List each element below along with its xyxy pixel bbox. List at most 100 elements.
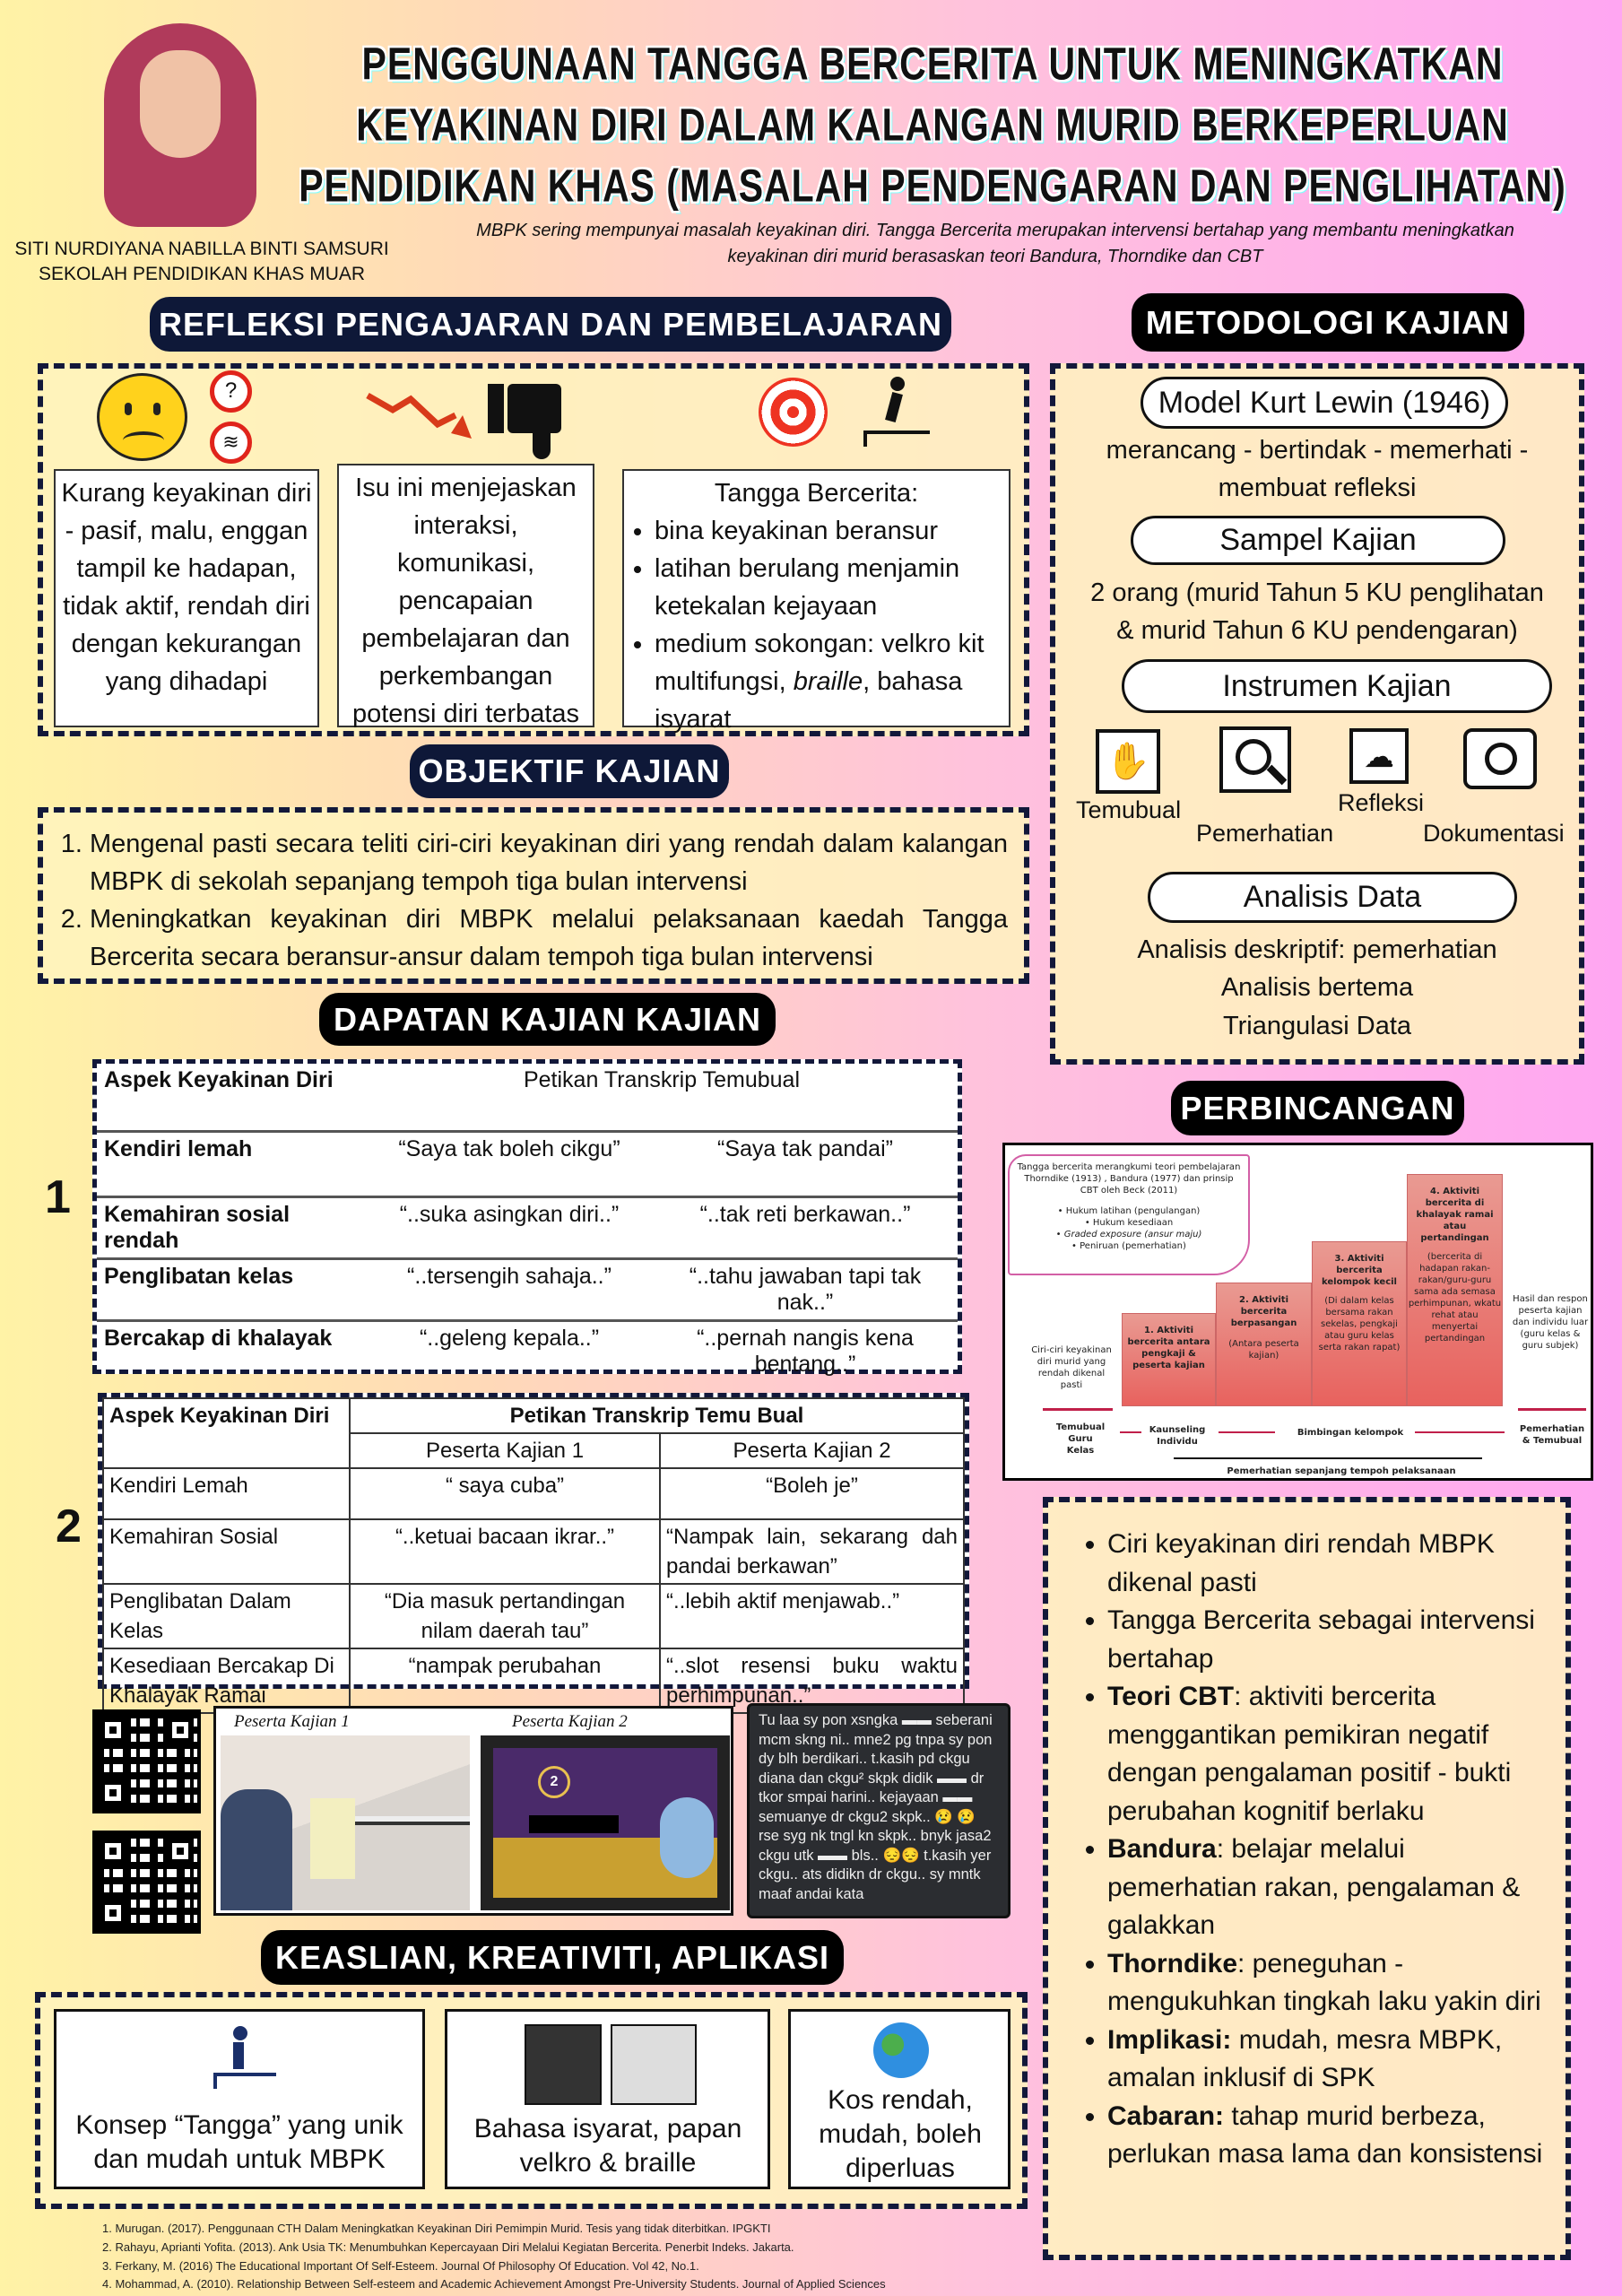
cell: “Boleh je”	[659, 1467, 965, 1520]
cell: “nampak perubahan	[349, 1648, 661, 1714]
subtitle-line-1: MBPK sering mempunyai masalah keyakinan …	[476, 221, 1514, 240]
arrow-right-icon	[1415, 1431, 1505, 1433]
timeline-label: Pemerhatian sepanjang tempoh pelaksanaan	[1227, 1466, 1456, 1476]
step-2: 2. Aktiviti bercerita berpasangan(Antara…	[1216, 1283, 1312, 1406]
photo-participant-1	[221, 1735, 470, 1910]
point-bold: Implikasi:	[1107, 2024, 1232, 2055]
model-desc-2: membuat refleksi	[1218, 474, 1417, 502]
divider	[1518, 1408, 1586, 1411]
cell: “Nampak lain, sekarang dah pandai berkaw…	[659, 1518, 965, 1585]
author-name: SITI NURDIYANA NABILLA BINTI SAMSURI	[14, 239, 389, 259]
objektif-heading: OBJEKTIF KAJIAN	[410, 744, 729, 798]
cell: Kendiri lemah	[97, 1131, 366, 1198]
point-text: Ciri keyakinan diri rendah MBPK dikenal …	[1107, 1529, 1495, 1597]
cell: Bercakap di khalayak	[104, 1325, 333, 1351]
thumbs-down-icon	[488, 384, 564, 461]
sad-face-icon	[97, 373, 187, 461]
theory-item: • Hukum latihan (pengulangan)	[1057, 1206, 1201, 1216]
photo-label-2: Peserta Kajian 2	[512, 1712, 628, 1731]
sampel-pill: Sampel Kajian	[1131, 516, 1505, 565]
analisis-pill: Analisis Data	[1148, 872, 1517, 923]
step-title: 3. Aktiviti bercerita kelompok kecil	[1322, 1254, 1397, 1287]
trend-down-arrow-icon	[366, 392, 472, 439]
discussion-point: Ciri keyakinan diri rendah MBPK dikenal …	[1107, 1526, 1548, 1602]
title-line-1: PENGGUNAAN TANGGA BERCERITA UNTUK MENING…	[361, 38, 1504, 90]
braille-paper-photo	[611, 2024, 697, 2105]
step-desc: (Di dalam kelas bersama rakan sekelas, p…	[1318, 1296, 1401, 1352]
discussion-point: Bandura: belajar melalui pemerhatian rak…	[1107, 1831, 1548, 1945]
refleksi-bullet: bina keyakinan beransur	[655, 512, 1003, 550]
refleksi-card-1: Kurang keyakinan diri - pasif, malu, eng…	[54, 469, 319, 727]
phase-3: Bimbingan kelompok	[1297, 1428, 1404, 1438]
cell: “..slot resensi buku waktu perhimpunan..…	[659, 1648, 965, 1714]
photo-participant-2: 2	[481, 1735, 730, 1910]
table-row: Kendiri Lemah“ saya cuba”“Boleh je”	[102, 1467, 965, 1520]
qr-code-2[interactable]	[92, 1831, 201, 1934]
metodologi-heading: METODOLOGI KAJIAN	[1132, 293, 1524, 352]
perbincangan-panel: Ciri keyakinan diri rendah MBPK dikenal …	[1043, 1497, 1571, 2260]
point-text: : peneguhan - mengukuhkan tingkah laku y…	[1107, 1948, 1541, 2017]
phase-4: Pemerhatian & Temubual	[1519, 1424, 1585, 1446]
cell: “..pernah nangis kena bentang..”	[697, 1325, 914, 1377]
cell: “..tersengih sahaja..”	[366, 1258, 653, 1322]
cell: Kemahiran sosial rendah	[97, 1196, 366, 1260]
discussion-point: Thorndike: peneguhan - mengukuhkan tingk…	[1107, 1945, 1548, 2022]
sampel-desc-2: & murid Tahun 6 KU pendengaran)	[1116, 616, 1518, 645]
refleksi-card-3-title: Tangga Bercerita:	[714, 479, 919, 508]
cell: Penglibatan kelas	[97, 1258, 366, 1322]
dapatan-heading: DAPATAN KAJIAN KAJIAN	[319, 993, 776, 1046]
refleksi-bullet: latihan berulang menjamin ketekalan keja…	[655, 550, 1003, 625]
globe-icon	[873, 2022, 929, 2078]
instrument-temubual: Temubual	[1076, 796, 1182, 823]
author-photo	[95, 14, 264, 227]
tangga-bercerita-diagram: Tangga bercerita merangkumi teori pembel…	[1002, 1143, 1593, 1481]
chat-text: Tu laa sy pon xsngka ▬▬ seberani mcm skn…	[759, 1712, 993, 1902]
theory-item: • Peniruan (pemerhatian)	[1071, 1241, 1186, 1251]
table-2-header-aspect: Aspek Keyakinan Diri	[102, 1397, 351, 1469]
analisis-desc-2: Analisis bertema	[1220, 973, 1414, 1002]
no-speaking-icon: ?	[210, 370, 252, 413]
cell: “..ketuai bacaan ikrar..”	[349, 1518, 661, 1585]
table-row: Penglibatan Dalam Kelas“Dia masuk pertan…	[102, 1583, 965, 1649]
analisis-desc-3: Triangulasi Data	[1222, 1012, 1412, 1040]
keaslian-heading: KEASLIAN, KREATIVITI, APLIKASI	[261, 1930, 844, 1985]
cell: “..lebih aktif menjawab..”	[659, 1583, 965, 1649]
qr-code-1[interactable]	[92, 1709, 201, 1813]
cell: “..suka asingkan diri..”	[366, 1196, 653, 1260]
reference-4: 4. Mohammad, A. (2010). Relationship Bet…	[102, 2277, 886, 2291]
reference-1: 1. Murugan. (2017). Penggunaan CTH Dalam…	[102, 2222, 771, 2235]
theory-item-text: Graded exposure (ansur maju)	[1063, 1230, 1202, 1239]
refleksi-heading: REFLEKSI PENGAJARAN DAN PEMBELAJARAN	[150, 297, 951, 352]
step-title: 1. Aktiviti bercerita antara pengkaji & …	[1127, 1326, 1210, 1370]
subtitle-line-2: keyakinan diri murid berasaskan teori Ba…	[727, 247, 1263, 266]
phase-1: Temubual Guru Kelas	[1055, 1422, 1106, 1456]
diagram-left-text: Ciri-ciri keyakinan diri murid yang rend…	[1031, 1345, 1112, 1390]
reference-2: 2. Rahayu, Aprianti Yofita. (2013). Ank …	[102, 2240, 794, 2254]
diagram-right-text: Hasil dan respon peserta kajian dan indi…	[1512, 1294, 1589, 1351]
keaslian-card-1-text: Konsep “Tangga” yang unik dan mudah untu…	[75, 2110, 403, 2174]
point-bold: Bandura	[1107, 1834, 1217, 1864]
title-line-3: PENDIDIKAN KHAS (MASALAH PENDENGARAN DAN…	[299, 160, 1566, 212]
instrument-pemerhatian: Pemerhatian	[1196, 820, 1334, 847]
keaslian-card-3-text: Kos rendah, mudah, boleh diperluas	[819, 2085, 982, 2183]
point-bold: Cabaran:	[1107, 2100, 1225, 2131]
step-3: 3. Aktiviti bercerita kelompok kecil (Di …	[1312, 1241, 1407, 1406]
reflection-thinking-icon: ☁	[1349, 728, 1409, 784]
theory-item-text: Hukum kesediaan	[1092, 1218, 1174, 1228]
table-1-header-aspect: Aspek Keyakinan Diri	[97, 1064, 366, 1133]
reference-3: 3. Ferkany, M. (2016) The Educational Im…	[102, 2259, 699, 2273]
theory-text: Tangga bercerita merangkumi teori pembel…	[1017, 1162, 1241, 1196]
cell: “..tahu jawaban tapi tak nak..”	[653, 1258, 958, 1322]
step-desc: (bercerita di hadapan rakan-rakan/guru-g…	[1408, 1252, 1502, 1344]
cell: Kesediaan Bercakap Di Khalayak Ramai	[102, 1648, 351, 1714]
theory-item: • Hukum kesediaan	[1084, 1218, 1174, 1228]
cell: “..tak reti berkawan..”	[653, 1196, 958, 1260]
point-text: mudah, mesra MBPK, amalan inklusif di SP…	[1107, 2024, 1503, 2093]
point-bold: Teori CBT	[1107, 1682, 1235, 1711]
table-row: Kemahiran sosial rendah“..suka asingkan …	[97, 1196, 958, 1260]
table-1-header-transcript: Petikan Transkrip Temubual	[366, 1064, 958, 1133]
cell: Penglibatan Dalam Kelas	[102, 1583, 351, 1649]
observation-magnifier-icon	[1219, 726, 1291, 793]
photo-label-1: Peserta Kajian 1	[234, 1712, 350, 1731]
